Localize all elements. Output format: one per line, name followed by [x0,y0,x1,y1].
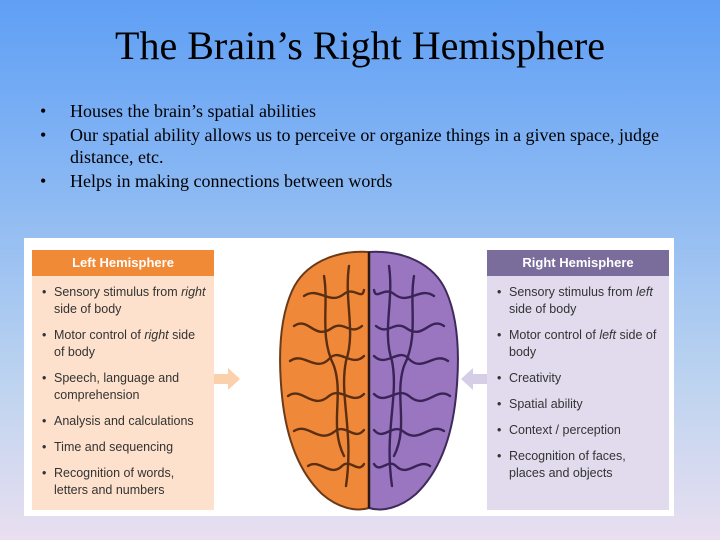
bullet-item: Houses the brain’s spatial abilities [40,100,670,122]
list-item: Spatial ability [497,396,663,413]
list-item: Time and sequencing [42,439,208,456]
brain-figure: Left Hemisphere Sensory stimulus from ri… [24,238,674,516]
list-item: Creativity [497,370,663,387]
slide-title: The Brain’s Right Hemisphere [115,23,605,68]
arrow-right-icon [214,368,240,390]
list-item: Motor control of right side of body [42,327,208,361]
list-item: Context / perception [497,422,663,439]
bullet-item: Helps in making connections between word… [40,170,670,192]
list-item: Recognition of words, letters and number… [42,465,208,499]
arrow-left-icon [461,368,487,390]
left-hemisphere-list: Sensory stimulus from right side of body… [32,276,214,499]
list-item: Recognition of faces, places and objects [497,448,663,482]
right-hemisphere-header: Right Hemisphere [487,250,669,276]
bullet-list: Houses the brain’s spatial abilities Our… [40,100,670,194]
right-hemisphere-list: Sensory stimulus from left side of body … [487,276,669,482]
right-hemisphere-panel: Right Hemisphere Sensory stimulus from l… [487,250,669,510]
brain-illustration [279,250,459,511]
list-item: Sensory stimulus from right side of body [42,284,208,318]
left-hemisphere-panel: Left Hemisphere Sensory stimulus from ri… [32,250,214,510]
list-item: Analysis and calculations [42,413,208,430]
list-item: Sensory stimulus from left side of body [497,284,663,318]
list-item: Speech, language and comprehension [42,370,208,404]
list-item: Motor control of left side of body [497,327,663,361]
bullet-item: Our spatial ability allows us to perceiv… [40,124,670,168]
left-hemisphere-header: Left Hemisphere [32,250,214,276]
